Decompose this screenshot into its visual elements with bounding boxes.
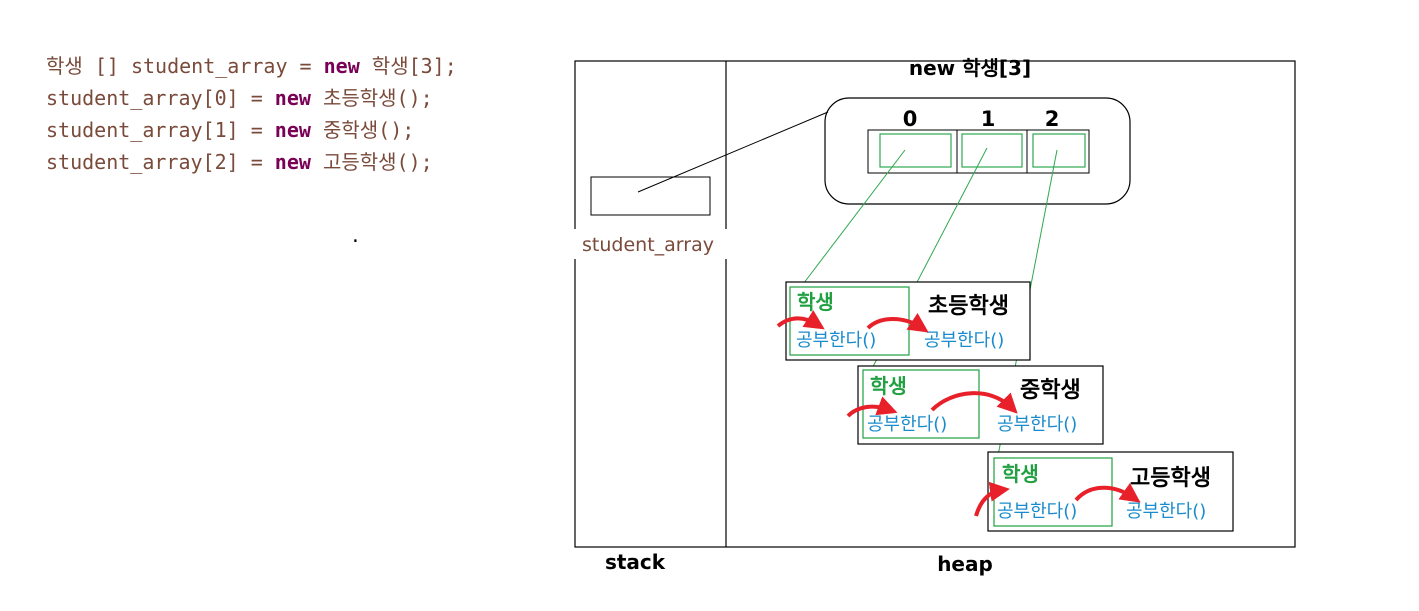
object-high-school: 학생 고등학생 공부한다() 공부한다() [974, 451, 1234, 532]
reference-line-stack [637, 111, 829, 193]
reference-line-0 [793, 149, 906, 297]
index-1-label: 1 [981, 107, 996, 131]
code-text: student_array[2] = [46, 150, 275, 174]
code-text: 학생[3]; [359, 54, 457, 78]
override-arrow [846, 396, 898, 418]
override-arrow [1074, 482, 1141, 503]
object-elementary: 학생 초등학생 공부한다() 공부한다() [776, 281, 1031, 361]
variable-label: student_array [582, 234, 714, 256]
stack-label: stack [605, 550, 666, 574]
keyword-new: new [323, 54, 360, 78]
override-arrow [974, 481, 1010, 517]
stray-dot: . [350, 226, 361, 247]
index-0-label: 0 [903, 107, 918, 131]
parent-method-label: 공부한다() [867, 414, 947, 435]
parent-class-label: 학생 [870, 374, 907, 398]
child-class-label: 고등학생 [1130, 466, 1211, 491]
code-listing: 학생 [] student_array = new 학생[3]; student… [46, 50, 457, 178]
parent-method-label: 공부한다() [997, 501, 1077, 522]
object-middle-school: 학생 중학생 공부한다() 공부한다() [846, 365, 1104, 445]
object-box [987, 451, 1234, 532]
child-method-label: 공부한다() [924, 330, 1004, 351]
array-object [824, 97, 1131, 205]
parent-part-box [862, 369, 980, 439]
override-arrow [866, 313, 929, 333]
object-box [857, 365, 1104, 445]
parent-method-label: 공부한다() [796, 330, 876, 351]
child-class-label: 초등학생 [928, 294, 1009, 319]
code-text: student_array[1] = [46, 118, 275, 142]
keyword-new: new [274, 150, 311, 174]
parent-class-label: 학생 [797, 290, 834, 314]
code-text: 초등학생(); [310, 86, 433, 110]
memory-frame [574, 60, 1296, 548]
code-line-4: student_array[2] = new 고등학생(); [46, 146, 457, 178]
index-2-label: 2 [1045, 107, 1060, 131]
code-text: 학생 [] student_array = [46, 54, 324, 78]
code-text: 고등학생(); [310, 150, 433, 174]
code-text: 중학생(); [310, 118, 415, 142]
array-cell-0 [879, 133, 952, 168]
parent-class-label: 학생 [1002, 462, 1039, 486]
child-class-label: 중학생 [1020, 378, 1081, 403]
keyword-new: new [274, 86, 311, 110]
heap-label: heap [937, 552, 993, 576]
keyword-new: new [274, 118, 311, 142]
child-method-label: 공부한다() [1126, 501, 1206, 522]
stack-variable-box [590, 176, 711, 216]
array-cell-1 [961, 133, 1023, 168]
override-arrow [776, 310, 825, 330]
override-arrow [930, 391, 1018, 414]
code-text: student_array[0] = [46, 86, 275, 110]
array-title: new 학생[3] [909, 56, 1031, 80]
code-line-1: 학생 [] student_array = new 학생[3]; [46, 50, 457, 82]
code-line-2: student_array[0] = new 초등학생(); [46, 82, 457, 114]
code-line-3: student_array[1] = new 중학생(); [46, 114, 457, 146]
variable-label-bg [567, 229, 727, 259]
array-cells [867, 129, 1090, 174]
array-cell-2 [1032, 133, 1086, 168]
child-method-label: 공부한다() [997, 414, 1077, 435]
